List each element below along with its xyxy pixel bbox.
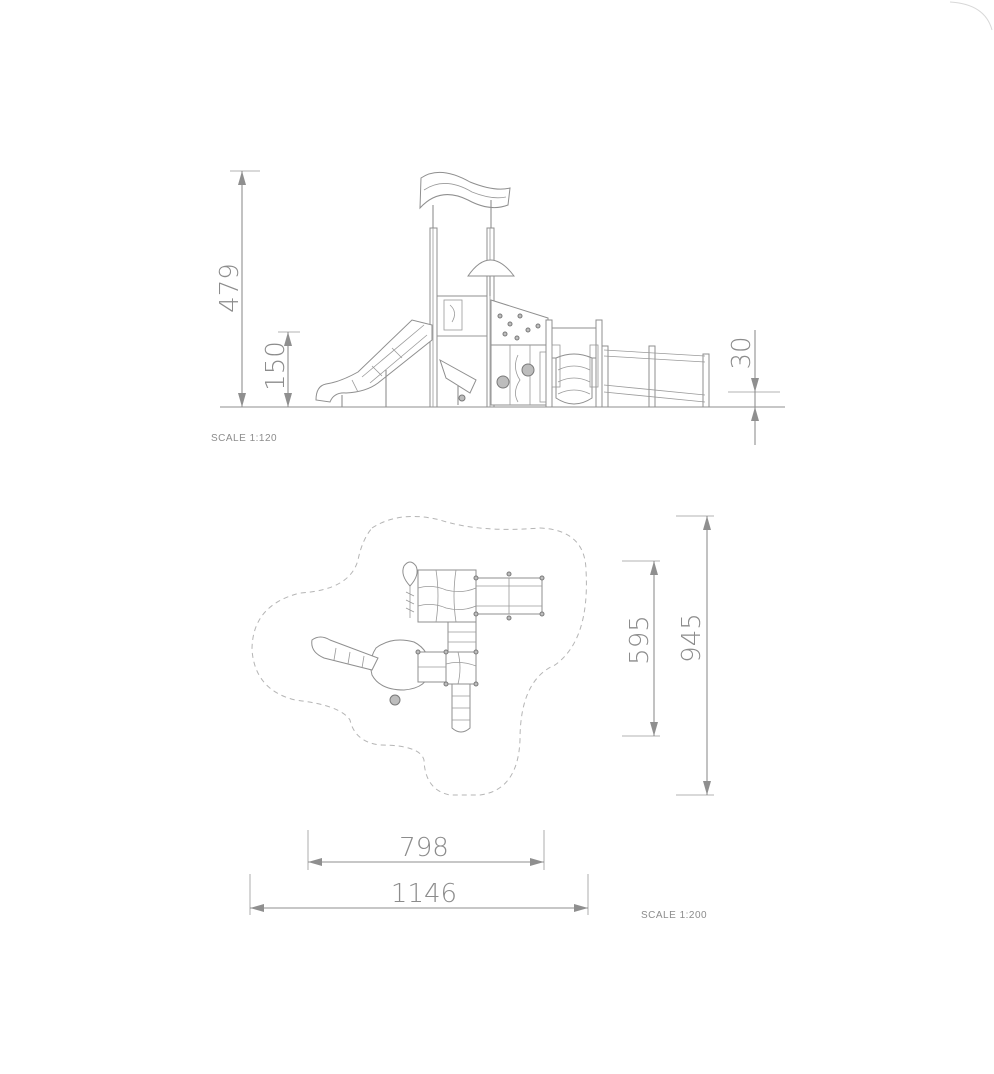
dim-structure-depth-label: 595 bbox=[625, 615, 655, 665]
tube-tower bbox=[545, 319, 603, 408]
dim-structure-width: 798 bbox=[307, 830, 545, 870]
dim-area-depth: 945 bbox=[676, 515, 714, 796]
dome-roof bbox=[467, 259, 516, 277]
dim-total-height: 479 bbox=[215, 170, 260, 407]
slide bbox=[315, 319, 433, 407]
plan-tube-slide bbox=[451, 683, 471, 733]
plan-view: 595 945 798 1146 SC bbox=[249, 515, 714, 921]
dim-platform-height-label: 150 bbox=[261, 341, 291, 391]
canopy-roof bbox=[419, 171, 511, 228]
dim-ground-depth: 30 bbox=[727, 330, 780, 445]
tower-panel bbox=[436, 295, 488, 337]
dim-area-depth-label: 945 bbox=[677, 613, 707, 663]
dim-platform-height: 150 bbox=[261, 331, 300, 407]
plan-lower-platforms bbox=[415, 649, 479, 687]
dim-total-height-label: 479 bbox=[215, 263, 245, 313]
elevation-scale-label: SCALE 1:120 bbox=[211, 433, 277, 444]
elevation-view: 479 150 30 SCALE 1:120 bbox=[211, 170, 785, 445]
plan-slide bbox=[311, 636, 379, 671]
round-deck bbox=[370, 639, 431, 691]
plan-bridge bbox=[473, 571, 545, 621]
dim-ground-depth-label: 30 bbox=[727, 336, 757, 369]
dim-area-width: 1146 bbox=[249, 874, 589, 915]
plan-scale-label: SCALE 1:200 bbox=[641, 910, 707, 921]
activity-panels bbox=[490, 344, 549, 406]
climbing-wall bbox=[490, 299, 549, 346]
plan-dome bbox=[402, 561, 418, 587]
safety-area-outline bbox=[251, 515, 587, 796]
dim-structure-depth: 595 bbox=[622, 560, 660, 737]
dim-structure-width-label: 798 bbox=[399, 833, 449, 863]
plan-spring bbox=[405, 586, 415, 618]
tower-stairs bbox=[439, 358, 477, 405]
page-corner bbox=[949, 1, 993, 31]
bridge-railing bbox=[601, 345, 710, 408]
plan-tower-top bbox=[417, 569, 477, 623]
plan-spinner bbox=[389, 694, 401, 706]
plan-walkway bbox=[447, 621, 477, 653]
dim-area-width-label: 1146 bbox=[391, 879, 457, 909]
